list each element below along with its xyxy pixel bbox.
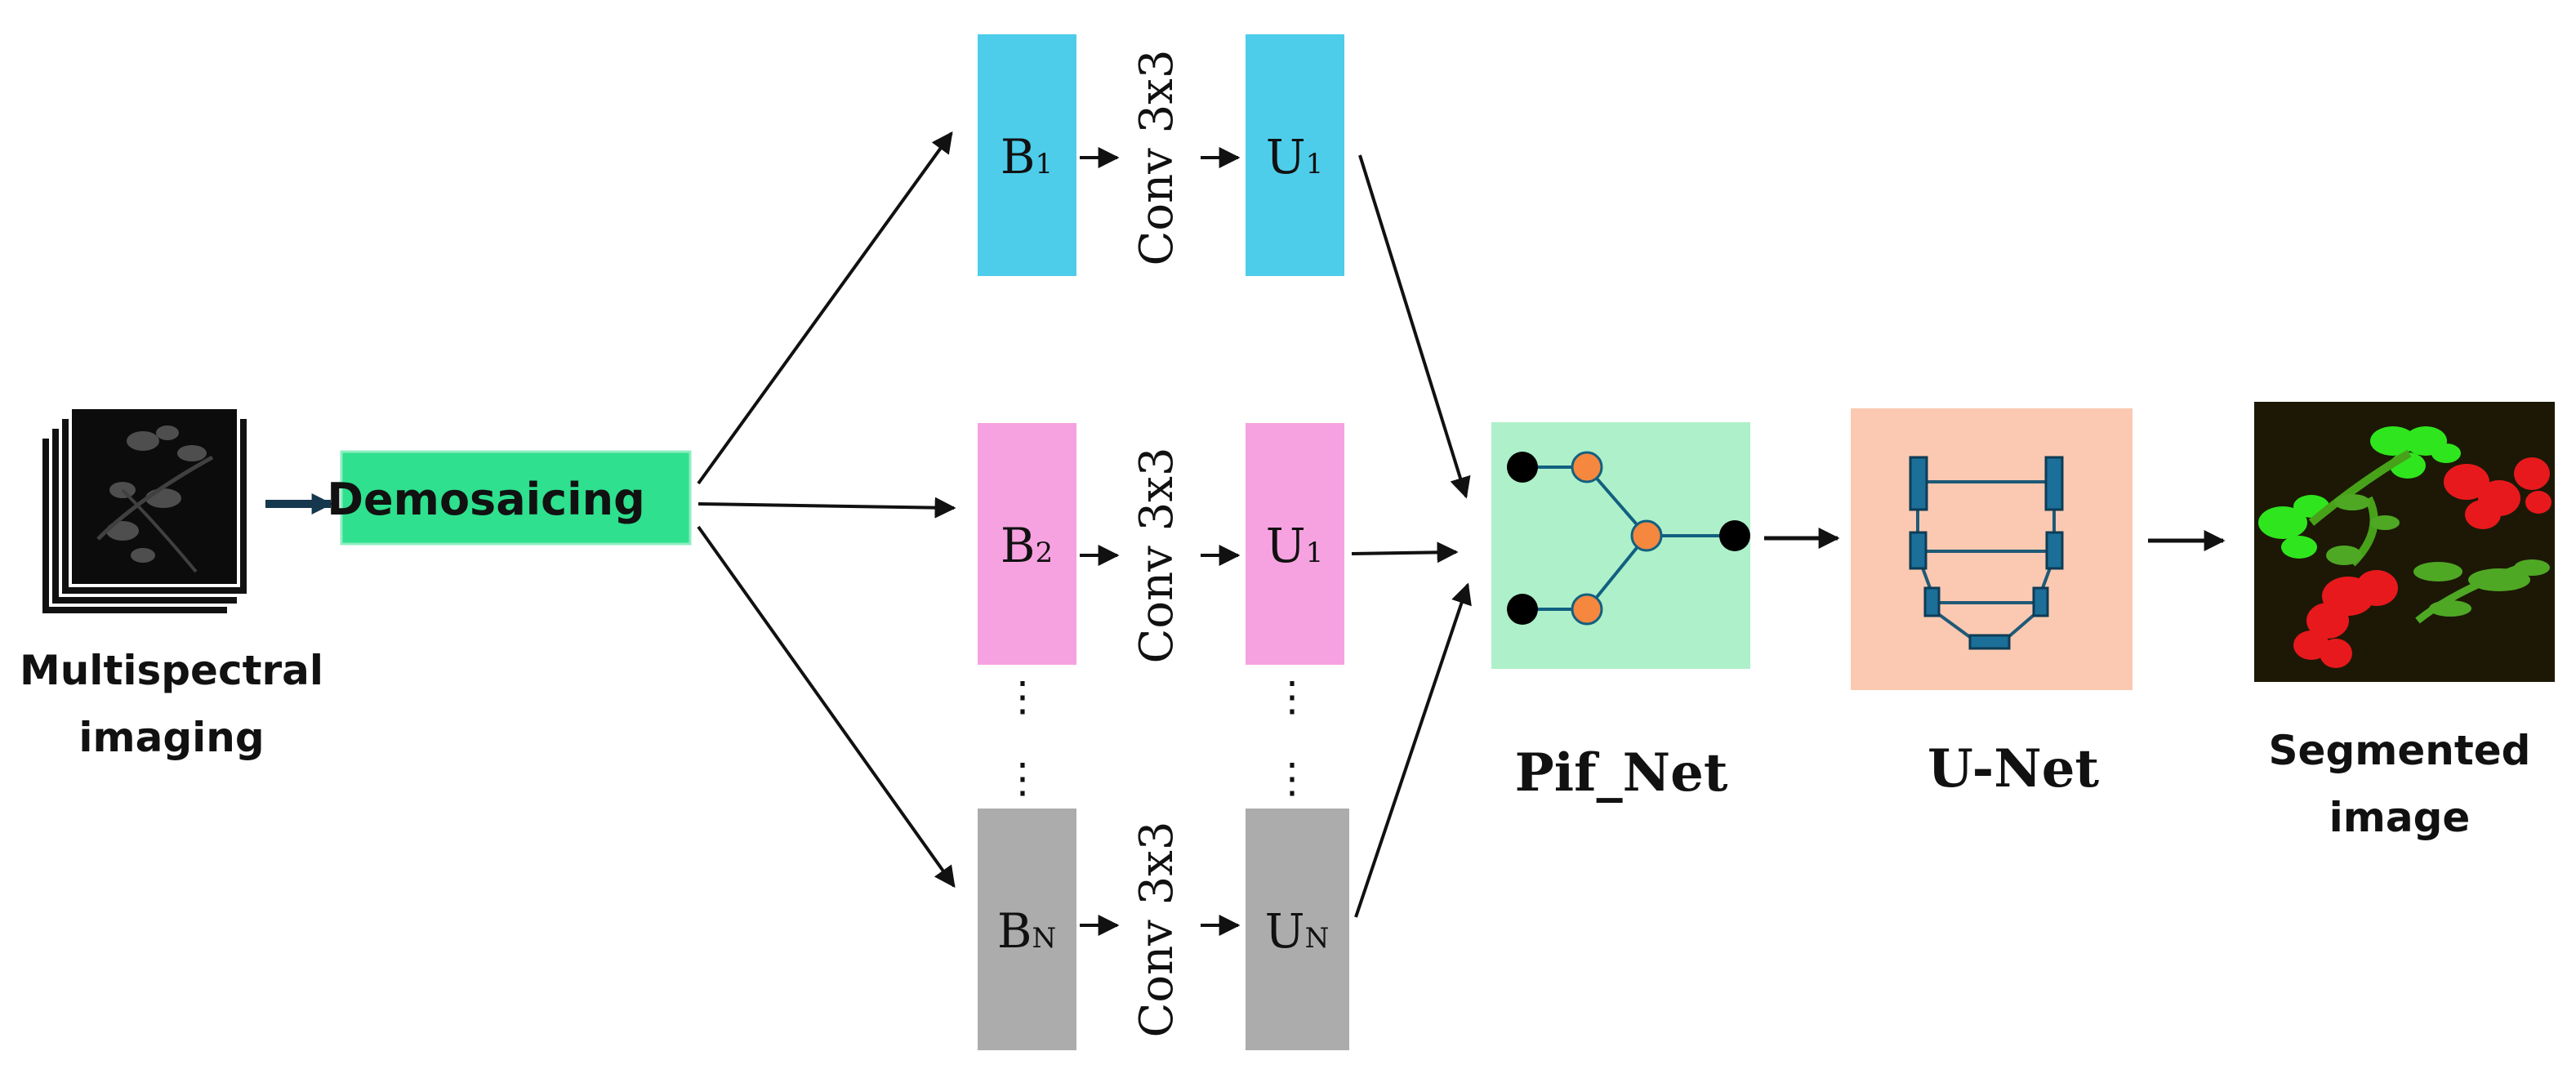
- branch-2: B2 Conv 3x3 U1: [978, 423, 1344, 665]
- arrow-demosaicing-to-bn: [697, 525, 956, 889]
- input-label-line2: imaging: [78, 714, 264, 761]
- arrow-u2-to-pifnet: [1351, 541, 1459, 564]
- pifnet-label: Pif_Net: [1515, 742, 1728, 804]
- upsample-box-un: [1246, 809, 1349, 1050]
- conv-label-1: Conv 3x3: [1130, 50, 1183, 266]
- output-label-line2: image: [2329, 794, 2471, 841]
- band-label-bn: BN: [997, 903, 1056, 959]
- upsample-label-u2: U1: [1266, 518, 1324, 573]
- multispectral-image-stack: [39, 406, 250, 617]
- arrow-un-to-pifnet: [1354, 582, 1472, 918]
- ellipsis-band-lower: ⋮: [1002, 755, 1043, 801]
- demosaicing-box: [340, 450, 692, 546]
- ellipsis-band-upper: ⋮: [1002, 674, 1043, 719]
- arrow-u1-to-pifnet: [1358, 154, 1471, 499]
- unet-label: U-Net: [1928, 738, 2099, 800]
- band-box-bn: [978, 809, 1076, 1050]
- branch-1: B1 Conv 3x3 U1: [978, 34, 1344, 276]
- input-label-line1: Multispectral: [20, 647, 323, 694]
- red-flowers-bottom: [2293, 570, 2398, 668]
- ellipsis-upsample-upper: ⋮: [1272, 674, 1313, 719]
- band-label-b1: B1: [1001, 129, 1053, 185]
- green-plant-bottom: [2413, 559, 2550, 624]
- upsample-label-u1: U1: [1266, 129, 1324, 185]
- ellipsis-upsample-lower: ⋮: [1272, 755, 1313, 801]
- pifnet-block: [1491, 422, 1750, 669]
- plant-silhouette: [96, 425, 214, 573]
- arrow-demosaicing-to-b2: [697, 497, 956, 519]
- red-flowers-top: [2444, 457, 2551, 529]
- demosaicing-label: Demosaicing: [327, 474, 645, 525]
- band-label-b2: B2: [1001, 518, 1053, 573]
- band-box-b1: [978, 34, 1076, 276]
- band-box-b2: [978, 423, 1076, 665]
- output-label-line1: Segmented: [2269, 727, 2531, 774]
- unet-block: [1851, 408, 2133, 690]
- upsample-box-u1: [1246, 34, 1344, 276]
- upsample-box-u2: [1246, 423, 1344, 665]
- branch-n: BN Conv 3x3 UN: [978, 809, 1349, 1050]
- upsample-label-un: UN: [1265, 903, 1330, 959]
- segmented-image: [2254, 402, 2555, 682]
- conv-label-n: Conv 3x3: [1130, 822, 1183, 1038]
- conv-label-2: Conv 3x3: [1130, 448, 1183, 664]
- arrow-demosaicing-to-b1: [697, 131, 953, 485]
